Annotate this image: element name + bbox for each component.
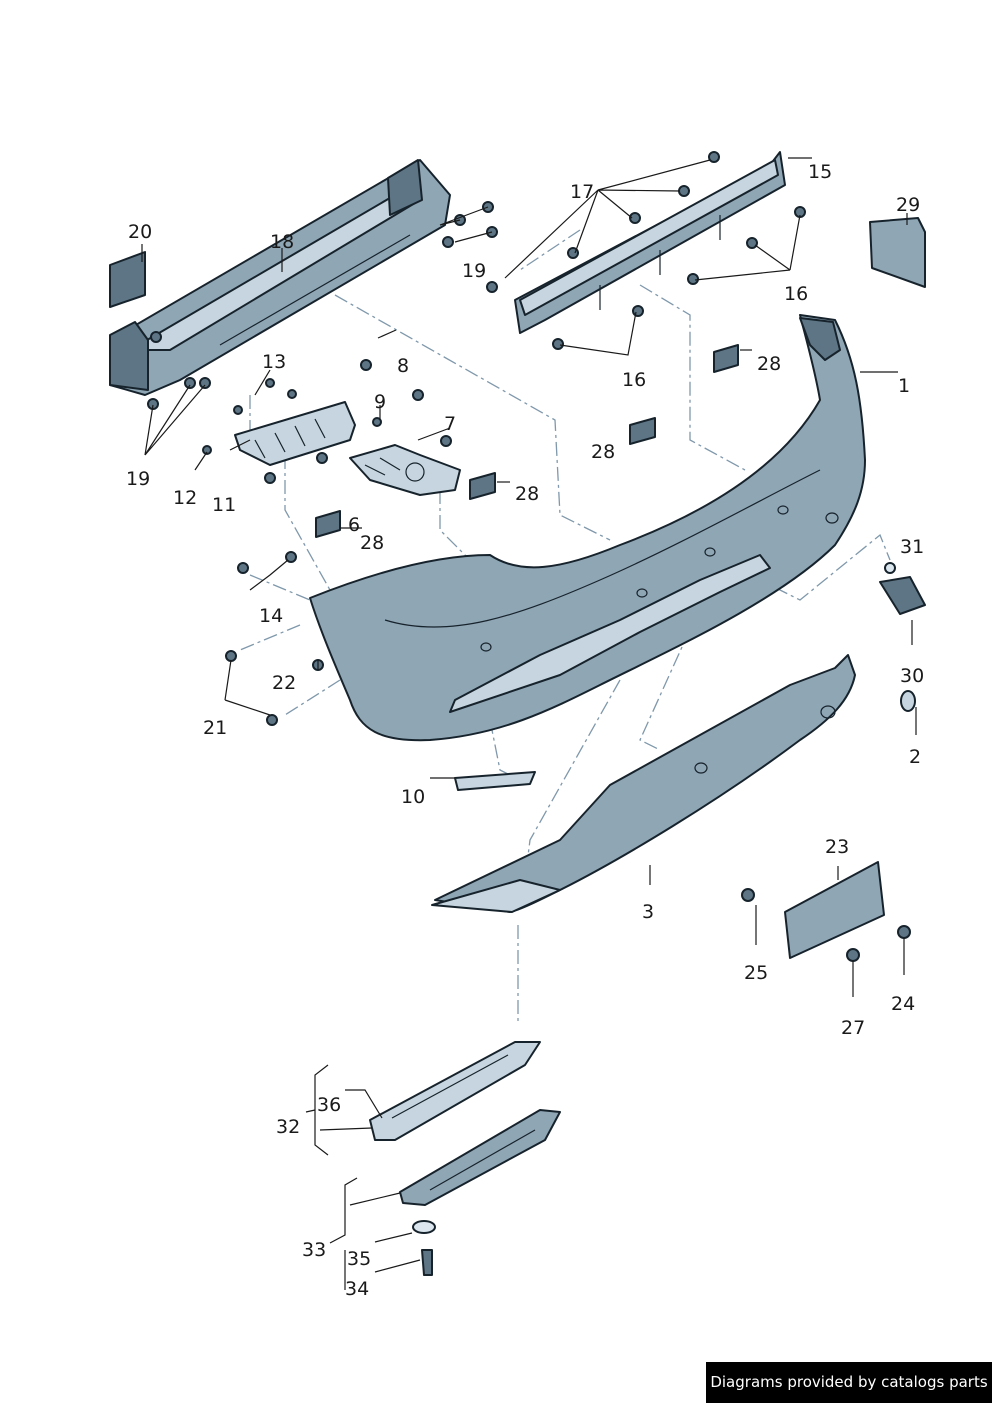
part-3-diffuser: [431, 654, 856, 913]
callout-25: 25: [744, 962, 768, 984]
callout-34: 34: [345, 1278, 369, 1300]
callout-11: 11: [212, 494, 236, 516]
callout-35: 35: [347, 1248, 371, 1270]
part-20-pad: [109, 251, 146, 308]
callout-labels: 1 2 3 6 7 8 9 10 11 12 13 14 15 16 16 17…: [126, 161, 924, 1300]
callout-17: 17: [570, 181, 594, 203]
part-29-pad: [869, 217, 926, 288]
part-7-bracket: [349, 444, 461, 496]
callout-24: 24: [891, 993, 915, 1015]
callout-2: 2: [909, 746, 921, 768]
part-32-trim: [369, 1041, 541, 1141]
callout-32: 32: [276, 1116, 300, 1138]
part-15-absorber: [514, 151, 786, 334]
part-33-trim: [399, 1109, 561, 1206]
callout-3: 3: [642, 901, 654, 923]
callout-33: 33: [302, 1239, 326, 1261]
part-11-bracket: [234, 401, 356, 466]
callout-27: 27: [841, 1017, 865, 1039]
callout-18: 18: [270, 231, 294, 253]
callout-10: 10: [401, 786, 425, 808]
callout-9: 9: [374, 391, 386, 413]
callout-21: 21: [203, 717, 227, 739]
callout-36: 36: [317, 1094, 341, 1116]
callout-28a: 28: [757, 353, 781, 375]
part-1-bumper-cover: [309, 314, 866, 742]
callout-29: 29: [896, 194, 920, 216]
part-34-screw: [421, 1249, 433, 1276]
callout-28d: 28: [360, 532, 384, 554]
callout-19b: 19: [126, 468, 150, 490]
callout-16a: 16: [784, 283, 808, 305]
fasteners: [147, 151, 911, 962]
callout-1: 1: [898, 375, 910, 397]
callout-28c: 28: [515, 483, 539, 505]
part-35-washer: [412, 1220, 436, 1234]
clips-28: [315, 344, 739, 538]
callout-13: 13: [262, 351, 286, 373]
callout-15: 15: [808, 161, 832, 183]
callout-6: 6: [348, 514, 360, 536]
callout-16b: 16: [622, 369, 646, 391]
part-23-plate-bracket: [784, 861, 885, 959]
callout-28b: 28: [591, 441, 615, 463]
callout-20: 20: [128, 221, 152, 243]
callout-22: 22: [272, 672, 296, 694]
callout-19a: 19: [462, 260, 486, 282]
callout-30: 30: [900, 665, 924, 687]
credit-banner: Diagrams provided by catalogs parts: [706, 1362, 992, 1403]
callout-12: 12: [173, 487, 197, 509]
callout-7: 7: [444, 413, 456, 435]
callout-8: 8: [397, 355, 409, 377]
part-31-sensor: [879, 576, 926, 615]
leader-lines: [141, 157, 917, 1290]
callout-31: 31: [900, 536, 924, 558]
part-30-cap: [900, 690, 916, 712]
part-10-reflector: [454, 771, 536, 791]
callout-23: 23: [825, 836, 849, 858]
callout-14: 14: [259, 605, 283, 627]
part-18-reinforcement-bar: [109, 159, 451, 396]
